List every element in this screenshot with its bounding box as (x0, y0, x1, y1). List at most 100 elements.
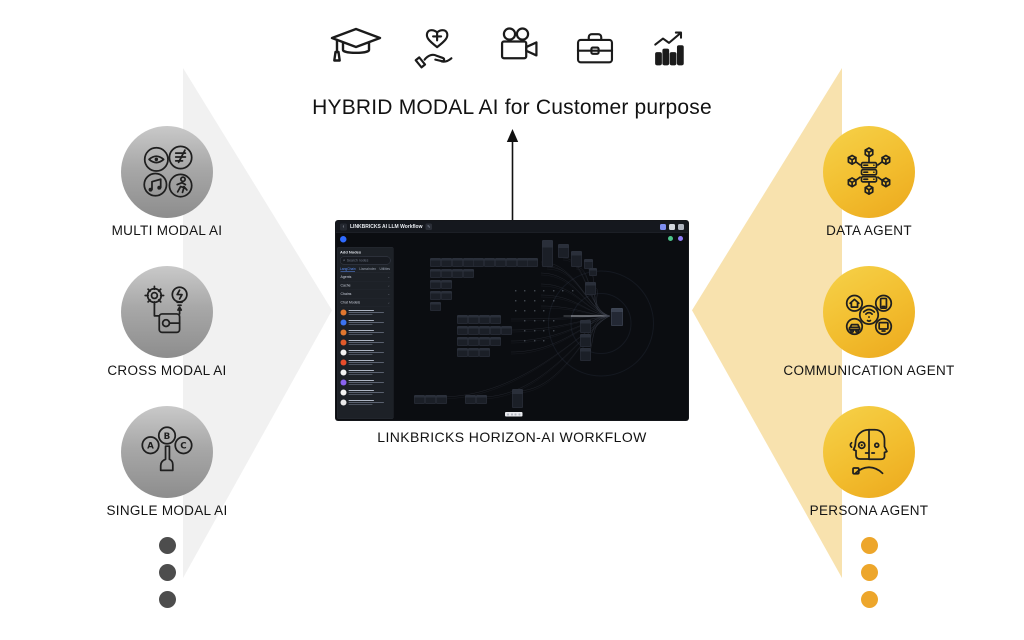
tab-llamaindex[interactable]: LlamaIndex (359, 267, 377, 272)
tab-langchain[interactable]: LangChain (340, 267, 356, 272)
workflow-node[interactable] (430, 291, 441, 300)
status-dot-purple[interactable] (678, 236, 683, 241)
workflow-node[interactable] (479, 348, 490, 357)
workflow-node[interactable] (542, 240, 553, 267)
workflow-node[interactable] (463, 269, 474, 278)
workflow-node[interactable] (452, 269, 463, 278)
workflow-node[interactable] (436, 395, 447, 404)
workflow-node[interactable] (512, 389, 523, 408)
node-icon (340, 369, 347, 376)
status-dot-green[interactable] (668, 236, 673, 241)
workflow-node[interactable] (473, 258, 484, 267)
left-ellipsis-dot (159, 564, 176, 581)
workflow-node[interactable] (558, 244, 569, 258)
node-list-item[interactable] (340, 367, 391, 377)
canvas-dot (543, 340, 545, 342)
workflow-node[interactable] (441, 269, 452, 278)
workflow-node[interactable] (490, 337, 501, 346)
workflow-node[interactable] (452, 258, 463, 267)
workflow-node[interactable] (571, 251, 582, 267)
workflow-node[interactable] (430, 269, 441, 278)
right-funnel-triangle (692, 68, 842, 578)
workflow-node[interactable] (580, 348, 591, 361)
multi-modal-circle (121, 126, 213, 218)
workflow-node[interactable] (580, 334, 591, 347)
persona-agent-label: PERSONA AGENT (809, 503, 929, 518)
workflow-node[interactable] (457, 348, 468, 357)
workflow-node[interactable] (479, 315, 490, 324)
tab-utilities[interactable]: Utilities (379, 267, 391, 272)
data-agent-label: DATA AGENT (826, 223, 912, 238)
workflow-node[interactable] (425, 395, 436, 404)
category-chat-models[interactable]: Chat Models⌄ (340, 299, 391, 307)
workflow-hub-node[interactable] (611, 308, 623, 326)
node-icon (340, 389, 347, 396)
single-modal-circle: A B C (121, 406, 213, 498)
workflow-node[interactable] (479, 337, 490, 346)
workflow-node[interactable] (484, 258, 495, 267)
app-title: LINKBRICKS AI LLM Workflow (350, 224, 423, 230)
node-search-input[interactable] (346, 258, 388, 263)
workflow-node[interactable] (490, 326, 501, 335)
category-cache[interactable]: Cache⌄ (340, 282, 391, 290)
cross-modal-circle (121, 266, 213, 358)
data-agent-icon (847, 147, 891, 195)
node-list-item[interactable] (340, 397, 391, 407)
workflow-node[interactable] (457, 337, 468, 346)
svg-text:B: B (164, 432, 171, 442)
workflow-node[interactable] (457, 315, 468, 324)
canvas-dot (553, 300, 555, 302)
workflow-node[interactable] (584, 259, 593, 269)
workflow-node[interactable] (468, 326, 479, 335)
titlebar-button[interactable] (660, 223, 666, 230)
workflow-node[interactable] (430, 280, 441, 289)
communication-agent-label: COMMUNICATION AGENT (783, 363, 955, 378)
node-list-item[interactable] (340, 357, 391, 367)
canvas-dot (515, 310, 517, 312)
workflow-node[interactable] (476, 395, 487, 404)
node-search[interactable]: ⌕ (340, 256, 391, 265)
node-list-item[interactable] (340, 317, 391, 327)
workflow-node[interactable] (430, 302, 441, 311)
workflow-node[interactable] (585, 282, 596, 295)
workflow-node[interactable] (465, 395, 476, 404)
canvas-dot (524, 300, 526, 302)
workflow-node[interactable] (414, 395, 425, 404)
workflow-node[interactable] (495, 258, 506, 267)
sidebar-categories: Agents⌄Cache⌄Chains⌄Chat Models⌄ (340, 273, 391, 307)
node-list-item[interactable] (340, 337, 391, 347)
workflow-node[interactable] (501, 326, 512, 335)
workflow-node[interactable] (457, 326, 468, 335)
workflow-node[interactable] (479, 326, 490, 335)
workflow-node[interactable] (441, 291, 452, 300)
workflow-node[interactable] (468, 337, 479, 346)
node-list-item[interactable] (340, 307, 391, 317)
node-list-item[interactable] (340, 327, 391, 337)
multi-modal-icon (143, 145, 193, 198)
canvas-zoom-controls[interactable] (505, 412, 523, 417)
multi-modal-label: MULTI MODAL AI (111, 223, 223, 238)
edit-title-icon[interactable]: ✎ (425, 223, 432, 230)
titlebar-button[interactable] (678, 223, 684, 230)
node-list-item[interactable] (340, 387, 391, 397)
workflow-node[interactable] (527, 258, 538, 267)
workflow-node[interactable] (441, 258, 452, 267)
back-button[interactable]: ‹ (340, 223, 347, 231)
workflow-node[interactable] (589, 268, 597, 276)
titlebar-button[interactable] (669, 223, 675, 230)
workflow-node[interactable] (441, 280, 452, 289)
node-icon (340, 379, 347, 386)
workflow-node[interactable] (490, 315, 501, 324)
node-list-item[interactable] (340, 377, 391, 387)
workflow-node[interactable] (580, 320, 591, 333)
category-chains[interactable]: Chains⌄ (340, 290, 391, 299)
workflow-node[interactable] (468, 315, 479, 324)
workflow-node[interactable] (506, 258, 517, 267)
canvas-dot (515, 290, 517, 292)
communication-agent-icon (845, 294, 893, 336)
right-ellipsis-dot (861, 591, 878, 608)
workflow-node[interactable] (468, 348, 479, 357)
category-agents[interactable]: Agents⌄ (340, 273, 391, 282)
workflow-node[interactable] (430, 258, 441, 267)
node-list-item[interactable] (340, 347, 391, 357)
